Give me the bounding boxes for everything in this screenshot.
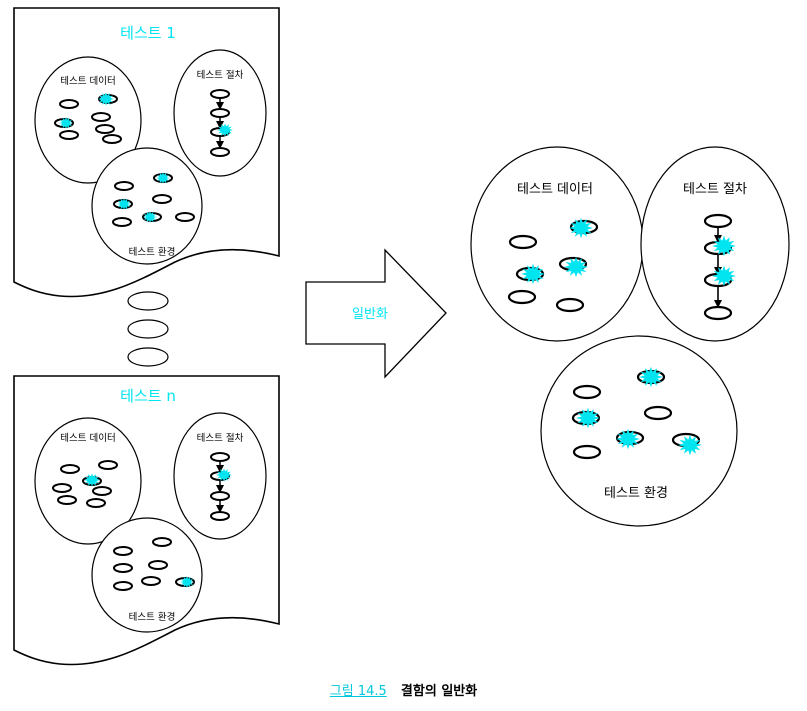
generalization-arrow: 일반화 xyxy=(305,248,447,379)
test-environment-circle: 테스트 환경 xyxy=(91,147,203,265)
env-item xyxy=(112,217,132,227)
env-item xyxy=(141,576,161,586)
env-item xyxy=(175,212,195,222)
defect-burst-icon xyxy=(712,235,736,257)
defect-burst-icon xyxy=(180,576,194,588)
test-procedure-circle: 테스트 절차 xyxy=(173,412,267,540)
continuation-ellipsis xyxy=(127,291,169,367)
defect-burst-icon xyxy=(143,211,157,223)
test-data-label: 테스트 데이터 xyxy=(60,433,115,444)
defect-burst-icon xyxy=(216,468,232,482)
env-item xyxy=(114,181,134,191)
test-procedure-label: 테스트 절차 xyxy=(197,432,244,444)
defect-burst-icon xyxy=(564,256,588,278)
env-item xyxy=(572,444,602,460)
data-item xyxy=(86,498,106,508)
data-item xyxy=(59,130,79,140)
document-title: 테스트 1 xyxy=(120,24,176,42)
data-item xyxy=(91,112,111,122)
generalization-label: 일반화 xyxy=(352,307,388,322)
data-item xyxy=(95,124,115,134)
env-item xyxy=(643,405,673,421)
defect-burst-icon xyxy=(678,434,702,456)
env-item xyxy=(113,546,133,556)
data-item xyxy=(60,464,80,474)
env-item xyxy=(572,384,602,400)
data-item xyxy=(92,486,112,496)
env-item xyxy=(113,199,133,209)
test-procedure-circle: 테스트 절차 xyxy=(173,49,267,177)
defect-burst-icon xyxy=(521,263,545,285)
defect-burst-icon xyxy=(639,366,663,388)
test-procedure-label: 테스트 절차 xyxy=(683,182,747,197)
document-title: 테스트 n xyxy=(120,387,176,405)
env-item xyxy=(148,560,168,570)
defect-burst-icon xyxy=(616,428,640,450)
test-environment-label: 테스트 환경 xyxy=(129,246,176,258)
generalized-model: 테스트 데이터 테스트 절차 테스트 환경 xyxy=(470,146,790,527)
data-item xyxy=(508,234,538,250)
test-data-circle: 테스트 데이터 xyxy=(34,56,142,184)
data-item xyxy=(102,134,122,144)
test-environment-circle: 테스트 환경 xyxy=(540,335,738,527)
defect-burst-icon xyxy=(217,123,233,137)
test-document-n: 테스트 n 테스트 데이터 테스트 절차 xyxy=(13,375,280,666)
env-item xyxy=(113,563,133,573)
data-item xyxy=(555,297,585,313)
figure-number: 그림 14.5 xyxy=(329,684,387,699)
test-data-label: 테스트 데이터 xyxy=(517,182,593,197)
defect-burst-icon xyxy=(98,92,114,106)
test-data-circle: 테스트 데이터 xyxy=(34,417,142,545)
data-item xyxy=(52,483,72,493)
defect-burst-icon xyxy=(59,117,73,129)
data-item xyxy=(59,99,79,109)
test-environment-label: 테스트 환경 xyxy=(604,486,668,501)
defect-burst-icon xyxy=(576,407,600,429)
env-item xyxy=(152,537,172,547)
test-data-label: 테스트 데이터 xyxy=(60,76,115,87)
test-procedure-circle: 테스트 절차 xyxy=(640,146,790,342)
env-item xyxy=(152,194,172,204)
data-item xyxy=(507,289,537,305)
defect-burst-icon xyxy=(569,217,593,239)
defect-burst-icon xyxy=(84,473,100,487)
defect-burst-icon xyxy=(156,172,170,184)
defect-burst-icon xyxy=(117,198,131,210)
data-item xyxy=(57,495,77,505)
test-procedure-label: 테스트 절차 xyxy=(197,69,244,81)
figure-title: 결함의 일반화 xyxy=(400,684,478,699)
test-data-circle: 테스트 데이터 xyxy=(470,146,644,342)
defect-burst-icon xyxy=(712,265,736,287)
env-item xyxy=(113,581,133,591)
test-document-1: 테스트 1 테스트 데이터 테스트 절차 xyxy=(13,7,280,298)
data-item xyxy=(98,460,118,470)
test-environment-circle: 테스트 환경 xyxy=(91,517,203,633)
test-environment-label: 테스트 환경 xyxy=(129,611,176,623)
figure-caption: 그림 14.5 결함의 일반화 xyxy=(0,680,807,699)
